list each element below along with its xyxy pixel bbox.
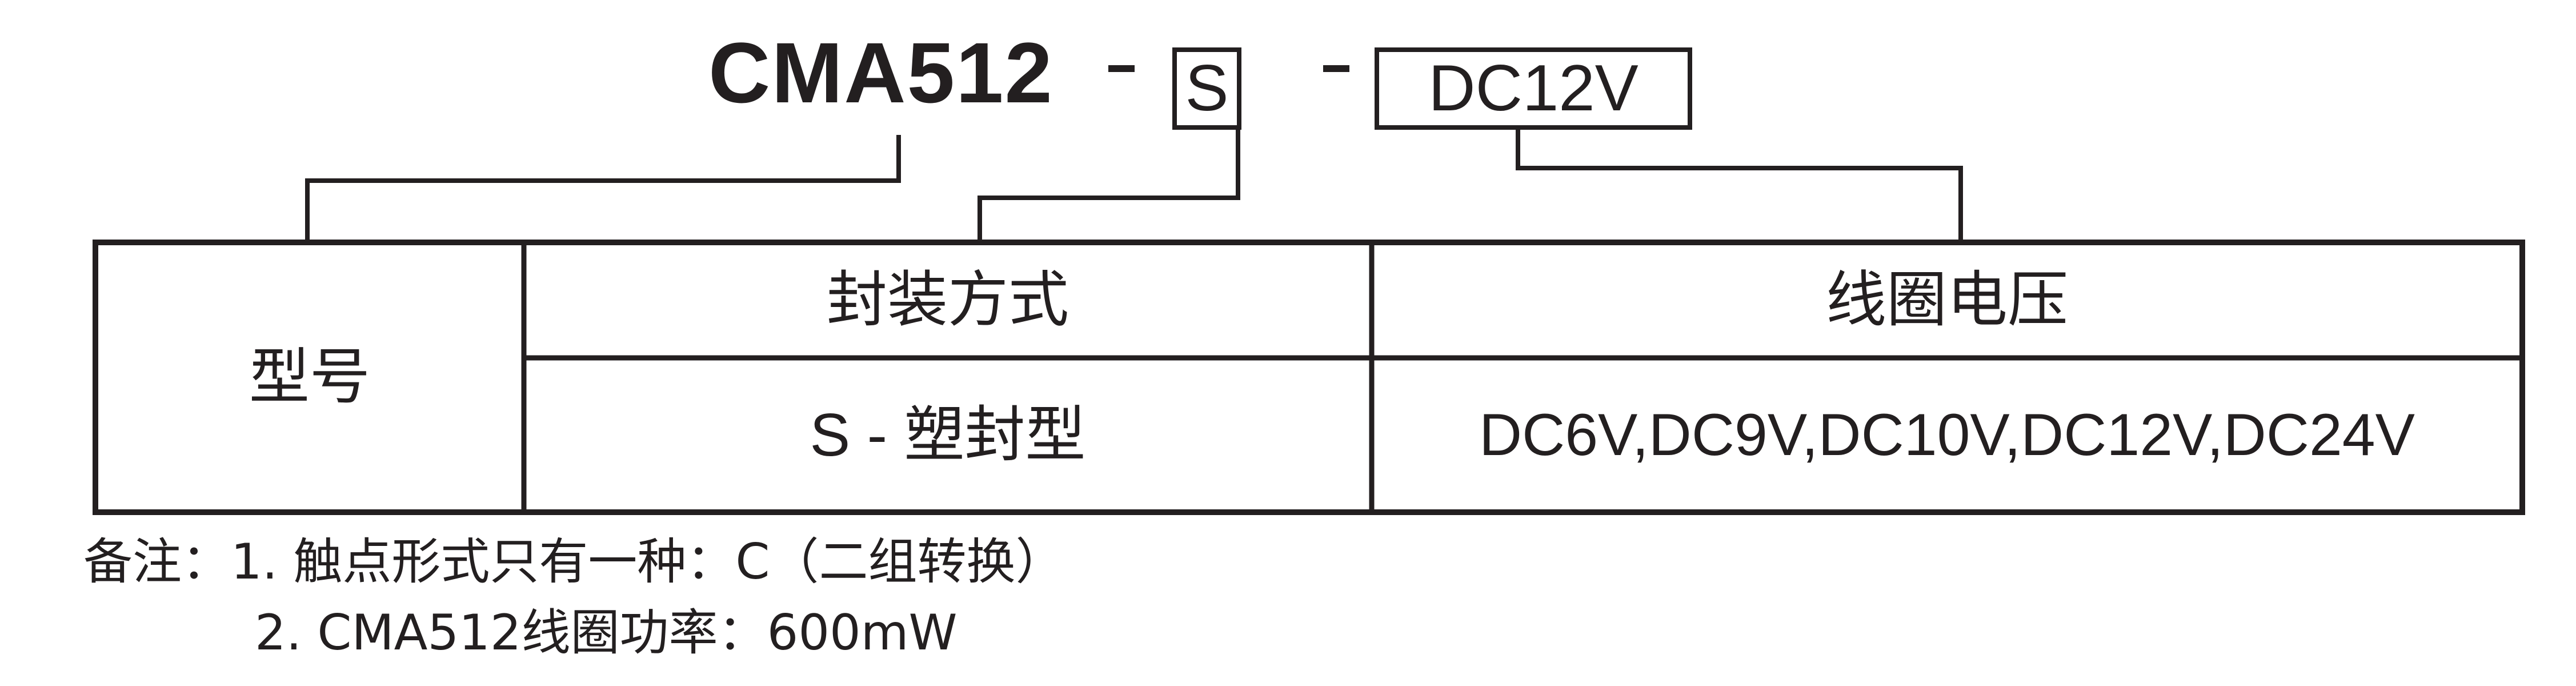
note-line-1: 备注：1. 触点形式只有一种：C（二组转换） — [83, 533, 1065, 591]
connector-voltage — [1516, 127, 1963, 242]
voltage-heading-cell: 线圈电压 — [1375, 245, 2519, 355]
package-code: S — [1185, 52, 1229, 125]
package-heading: 封装方式 — [827, 265, 1069, 335]
table-border — [93, 240, 2525, 515]
package-heading-cell: 封装方式 — [527, 245, 1369, 355]
package-value: S - 塑封型 — [810, 401, 1086, 469]
package-value-cell: S - 塑封型 — [527, 361, 1369, 509]
voltage-heading: 线圈电压 — [1826, 265, 2068, 335]
note-line-2: 2. CMA512线圈功率：600mW — [255, 604, 958, 661]
voltage-code: DC12V — [1428, 52, 1638, 125]
voltage-values-cell: DC6V,DC9V,DC10V,DC12V,DC24V — [1375, 361, 2519, 509]
code-separator-1 — [1108, 65, 1135, 72]
package-code-box: S — [1172, 47, 1241, 130]
voltage-code-box: DC12V — [1375, 47, 1692, 130]
model-label-cell: 型号 — [98, 245, 521, 509]
connector-model — [305, 135, 901, 242]
code-separator-2 — [1323, 65, 1349, 72]
connector-package — [977, 127, 1240, 242]
model-label: 型号 — [249, 342, 370, 412]
model-code: CMA512 — [708, 25, 1053, 121]
voltage-values: DC6V,DC9V,DC10V,DC12V,DC24V — [1479, 402, 2415, 468]
